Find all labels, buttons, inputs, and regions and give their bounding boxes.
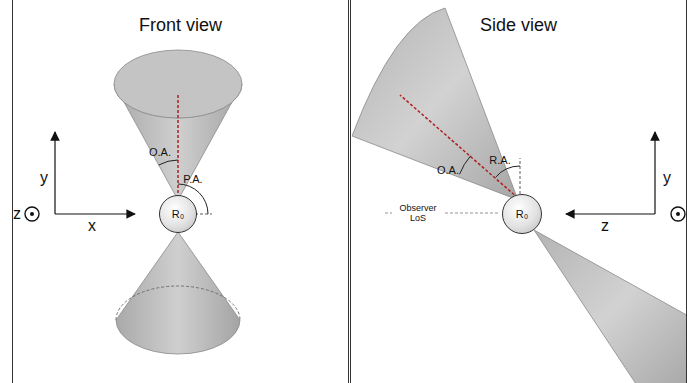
axis-label: z xyxy=(601,217,609,235)
angle-label: O.A. xyxy=(437,164,459,177)
source-sphere: R₀ xyxy=(502,194,542,234)
radius-label: R₀ xyxy=(516,209,529,220)
axis-label: y xyxy=(663,169,671,187)
axis-label: y xyxy=(40,169,48,187)
axis-label: z xyxy=(13,205,21,223)
front-axes xyxy=(25,132,135,221)
angle-label: P.A. xyxy=(183,173,202,186)
angle-label: R.A. xyxy=(489,154,510,167)
line-of-sight-label: Observer LoS xyxy=(392,203,444,224)
side-cones xyxy=(352,8,687,383)
panel-title: Side view xyxy=(351,15,686,36)
panel-title: Front view xyxy=(13,15,348,36)
source-sphere: R₀ xyxy=(159,195,197,233)
radius-label: R₀ xyxy=(172,209,185,220)
view-panel: Side viewR₀ xyxy=(350,0,687,383)
view-panel: Front viewR₀ xyxy=(12,0,349,383)
side-axes xyxy=(566,132,685,221)
angle-label: O.A. xyxy=(149,146,171,159)
front-cones xyxy=(114,50,242,354)
axis-label: x xyxy=(88,217,96,235)
